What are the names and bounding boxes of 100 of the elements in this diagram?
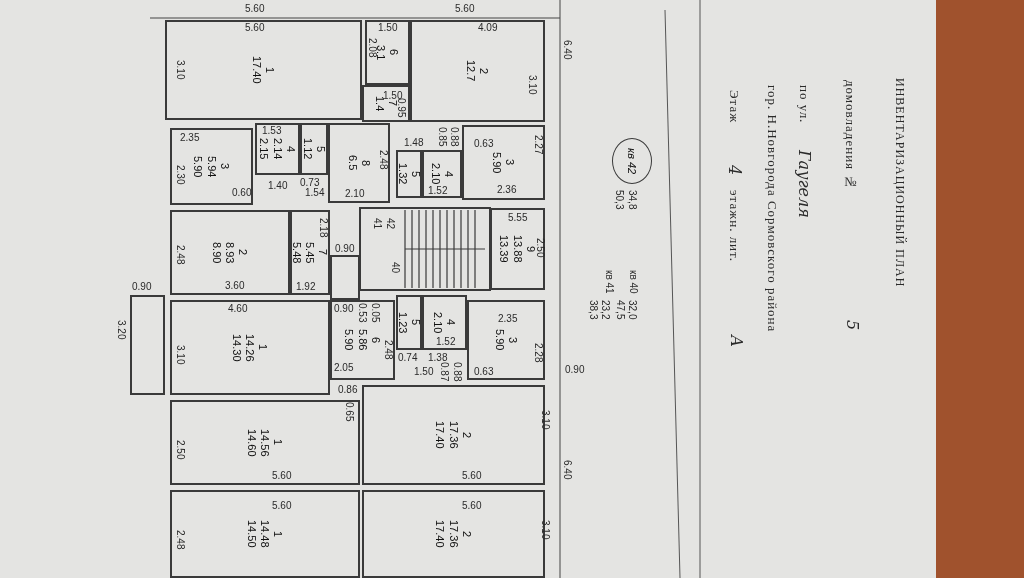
form-text: Этаж (727, 90, 742, 124)
room-outline (170, 400, 360, 485)
room-area: 5.90 (493, 329, 506, 351)
room-area: 5.90 (343, 329, 356, 351)
dimension-label: 1.54 (305, 187, 325, 198)
room-area: 14.56 (258, 428, 272, 457)
room-outline (255, 123, 300, 175)
dimension-label: 0.65 (344, 402, 355, 422)
dimension-label: 2.50 (175, 440, 186, 460)
dimension-label: 0.86 (338, 384, 358, 395)
dimension-label: 5.60 (272, 470, 292, 481)
dimension-label: 3.10 (540, 410, 551, 430)
room-outline (170, 300, 330, 395)
room-area: 8.90 (210, 241, 223, 264)
dimension-label: 0.90 (334, 303, 354, 314)
dimension-label: 2.35 (498, 313, 518, 324)
room-number: 1 (264, 65, 277, 76)
room-number: 2 (460, 529, 473, 540)
dimension-label: 0.63 (474, 366, 494, 377)
room-area: 5.90 (192, 155, 205, 178)
dimension-label: 5.60 (272, 500, 292, 511)
dimension-label: 2.48 (175, 530, 186, 550)
handwritten-entry: 4 (725, 165, 743, 176)
room-number: 9 (524, 244, 537, 255)
dimension-label: 2.10 (345, 188, 365, 199)
room-area: 1.23 (396, 311, 409, 334)
room-area: 13.39 (498, 235, 511, 263)
room-number: 2 (460, 430, 473, 441)
dimension-label: 0.73 (300, 177, 320, 188)
room-number: 5 (409, 169, 422, 180)
dimension-label: 2.27 (533, 135, 544, 155)
room-number: 2 (478, 66, 491, 77)
dimension-label: 0.90 (565, 364, 585, 375)
room-area: 14.26 (243, 333, 257, 362)
dimension-label: 3.10 (175, 345, 186, 365)
room-number: 4 (442, 169, 455, 180)
room-outline (422, 150, 462, 198)
dimension-label: 0.74 (398, 352, 418, 363)
room-area: 17.40 (434, 421, 447, 449)
dimension-label: 1.52 (436, 336, 456, 347)
dimension-label: 2.35 (180, 132, 200, 143)
form-text: домовладения № (843, 80, 858, 191)
room-area: 14.60 (245, 428, 258, 457)
room-number: 7 (317, 248, 330, 258)
room-number: 1 (272, 438, 285, 448)
room-number: 2 (237, 248, 250, 258)
dimension-label: 2.18 (318, 218, 329, 238)
dimension-label: 0.60 (232, 187, 252, 198)
room-area: 12.7 (464, 60, 477, 82)
room-outline (170, 128, 253, 205)
room-area: 14.48 (258, 520, 272, 548)
handwritten-entry: А (727, 335, 745, 348)
room-outline (490, 208, 545, 290)
form-title: ИНВЕНТАРИЗАЦИОННЫЙ ПЛАН (893, 78, 907, 288)
dimension-label: 5.55 (508, 212, 528, 223)
dimension-label: 0.88 (449, 127, 460, 147)
room-outline (328, 123, 390, 203)
room-area: 1.12 (301, 138, 314, 160)
dimension-label: 2.05 (334, 362, 354, 373)
dimension-label: 0.88 (452, 362, 463, 382)
room-area: 5.90 (490, 151, 503, 174)
dimension-label: 1.50 (378, 22, 398, 33)
room-area: 14.50 (245, 520, 258, 548)
room-outline (330, 300, 395, 380)
room-number: 5 (314, 144, 327, 155)
dimension-label: 4.60 (228, 303, 248, 314)
dimension-label: 0.53 (357, 303, 368, 323)
room-outline (300, 123, 328, 175)
room-area: 6.5 (346, 155, 359, 171)
dimension-label: 3.10 (175, 60, 186, 80)
room-outline (362, 85, 410, 122)
dimension-label: 5.60 (462, 500, 482, 511)
room-outline (290, 210, 330, 295)
room-area: 14.30 (230, 333, 243, 362)
apartment-area-note: кв 40 (628, 270, 639, 294)
room-outline (365, 20, 410, 85)
room-outline (330, 255, 360, 300)
apartment-number: 40 (390, 262, 401, 274)
apartment-area-note: 32,0 (627, 300, 638, 320)
room-area: 17.40 (250, 56, 263, 84)
apartment-area-note: 47,5 (615, 300, 626, 320)
apartment-area-note: 38,3 (588, 300, 599, 320)
room-area: 17.40 (434, 520, 447, 548)
form-text: этажн. лит. (727, 190, 742, 263)
dimension-label: 0.90 (132, 281, 152, 292)
room-number: 6 (369, 335, 382, 346)
dimension-label: 3.10 (540, 520, 551, 540)
dimension-label: 2.28 (533, 343, 544, 363)
dimension-label: 1.38 (428, 352, 448, 363)
dimension-label: 5.60 (462, 470, 482, 481)
dimension-label: 1.48 (404, 137, 424, 148)
handwritten-entry: 5 (843, 320, 861, 331)
dimension-label: 1.52 (428, 185, 448, 196)
dimension-label: 1.40 (268, 180, 288, 191)
apartment-area-note: кв 41 (604, 270, 615, 294)
dimension-label: 5.60 (245, 22, 265, 33)
room-outline (462, 125, 545, 200)
room-number: 4 (445, 318, 458, 328)
room-area: 17.36 (447, 421, 460, 449)
dimension-label: 3.10 (527, 75, 538, 95)
